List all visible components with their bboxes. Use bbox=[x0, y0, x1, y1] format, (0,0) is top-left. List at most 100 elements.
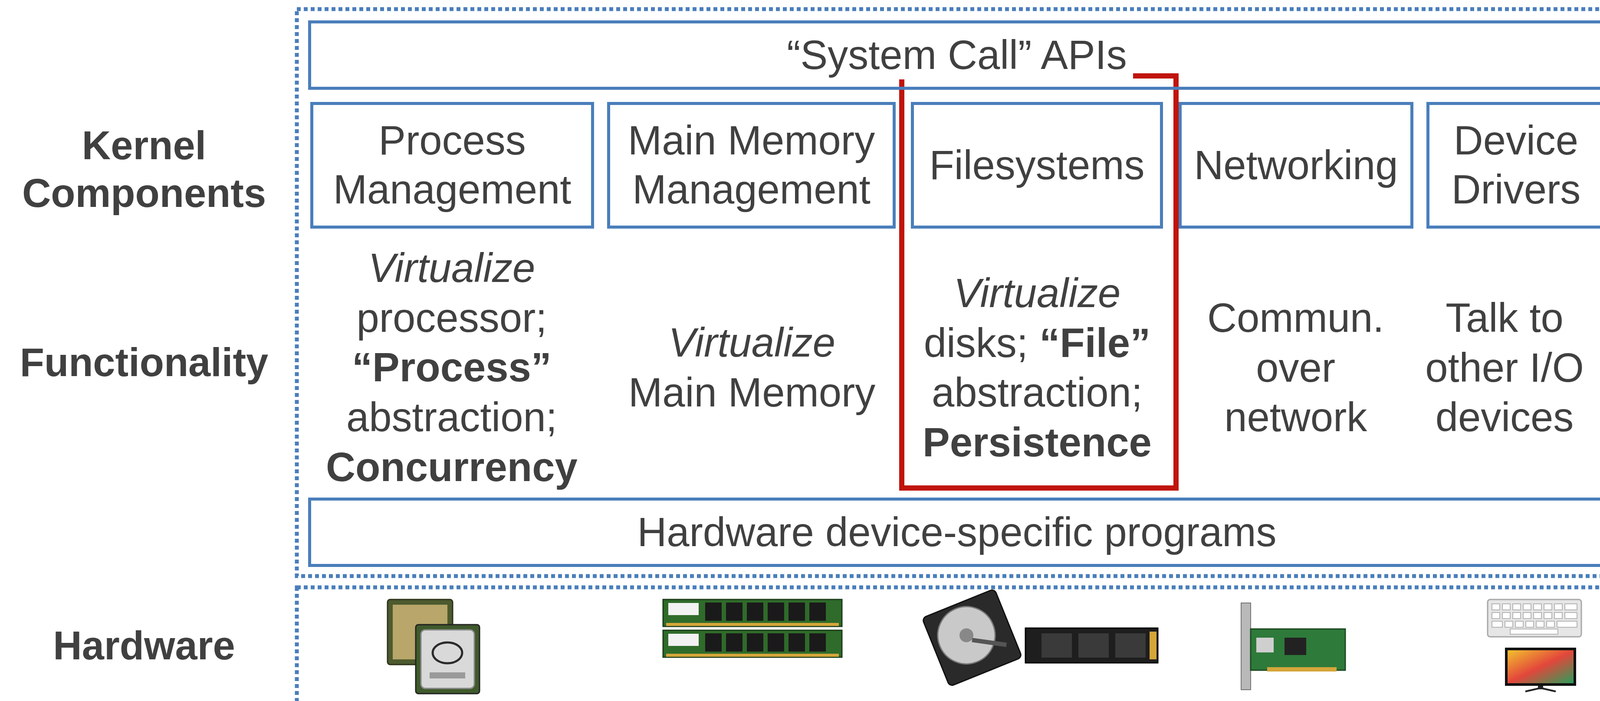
function-text: Commun. over network bbox=[1207, 295, 1384, 441]
function-text: “File” bbox=[1039, 320, 1151, 366]
function-line: Virtualize bbox=[325, 243, 578, 294]
function-text: Persistence bbox=[922, 419, 1152, 466]
kernel-region bbox=[296, 9, 1600, 577]
illustration-path bbox=[1525, 688, 1556, 692]
illustration-rect bbox=[1115, 633, 1146, 658]
function-text: processor; bbox=[356, 295, 548, 341]
illustration-g bbox=[1491, 604, 1578, 635]
component-box: Filesystems bbox=[910, 101, 1164, 229]
illustration-rect bbox=[1250, 629, 1346, 671]
illustration-rect bbox=[1502, 604, 1511, 611]
illustration-rect bbox=[1487, 599, 1582, 638]
function-text: Virtualize bbox=[668, 319, 836, 366]
box-label: Filesystems bbox=[929, 141, 1145, 191]
illustration-rect bbox=[668, 634, 699, 647]
illustration-rect bbox=[1507, 650, 1574, 684]
illustration-rect bbox=[1025, 628, 1158, 664]
function-line: Virtualize bbox=[922, 268, 1152, 319]
box-label: Device Drivers bbox=[1434, 116, 1598, 215]
function-column: Virtualizedisks;“File”abstraction;Persis… bbox=[922, 268, 1152, 468]
illustration-rect bbox=[666, 653, 839, 658]
function-text: Virtualize bbox=[953, 270, 1121, 316]
illustration-rect bbox=[809, 633, 826, 652]
function-text: “Process” bbox=[351, 344, 552, 391]
function-text: Talk to other I/O devices bbox=[1425, 295, 1584, 441]
cpu-illustration bbox=[387, 599, 480, 694]
function-line: Virtualize bbox=[628, 318, 876, 368]
function-text: Virtualize bbox=[367, 245, 536, 291]
illustration-rect bbox=[1523, 604, 1532, 611]
illustration-ellipse bbox=[432, 642, 463, 664]
illustration-rect bbox=[1536, 621, 1545, 628]
illustration-rect bbox=[767, 602, 785, 621]
function-text: abstraction; bbox=[346, 394, 558, 441]
illustration-rect bbox=[663, 630, 842, 658]
nic-illustration bbox=[1241, 603, 1346, 690]
illustration-rect bbox=[1533, 604, 1542, 611]
illustration-rect bbox=[788, 602, 805, 621]
function-line: Commun. over network bbox=[1207, 293, 1384, 443]
function-line: disks;“File” bbox=[922, 318, 1152, 369]
function-line: Main Memory bbox=[628, 367, 876, 418]
illustration-rect bbox=[767, 633, 785, 652]
illustration-rect bbox=[1149, 631, 1157, 660]
function-column: Commun. over network bbox=[1207, 293, 1384, 443]
illustration-rect bbox=[1557, 621, 1578, 628]
illustration-rect bbox=[1525, 621, 1534, 628]
illustration-rect bbox=[1554, 612, 1563, 619]
illustration-rect bbox=[1502, 612, 1511, 619]
box-label: “System Call” APIs bbox=[780, 30, 1134, 80]
illustration-rect bbox=[1491, 621, 1503, 628]
function-line: abstraction; bbox=[922, 367, 1152, 418]
illustration-rect bbox=[1041, 633, 1072, 658]
illustration-rect bbox=[1564, 604, 1578, 611]
illustration-rect bbox=[1544, 604, 1552, 611]
illustration-rect bbox=[415, 624, 480, 694]
function-line: processor; bbox=[325, 293, 578, 344]
function-text: Concurrency bbox=[325, 444, 578, 490]
illustration-rect bbox=[1256, 637, 1274, 653]
illustration-rect bbox=[420, 630, 475, 689]
illustration-rect bbox=[1078, 633, 1109, 658]
function-column: Virtualizeprocessor;“Process”abstraction… bbox=[325, 243, 578, 493]
illustration-rect bbox=[1512, 604, 1521, 611]
component-box: Device Drivers bbox=[1426, 101, 1600, 229]
box-label: Hardware device-specific programs bbox=[637, 508, 1277, 558]
driver-bar: Hardware device-specific programs bbox=[308, 497, 1600, 568]
function-text: Main Memory bbox=[628, 369, 876, 416]
function-line: Talk to other I/O devices bbox=[1413, 293, 1596, 443]
row-heading: Kernel Components bbox=[5, 121, 283, 218]
illustration-rect bbox=[809, 602, 826, 621]
illustration-rect bbox=[788, 633, 805, 652]
ssd-illustration bbox=[1025, 628, 1158, 664]
illustration-rect bbox=[1512, 612, 1521, 619]
box-label: Process Management bbox=[318, 116, 586, 215]
row-heading: Hardware bbox=[5, 621, 283, 670]
hardware-region bbox=[296, 587, 1600, 701]
illustration-rect bbox=[1554, 604, 1563, 611]
illustration-rect bbox=[1504, 621, 1513, 628]
function-text: disks; bbox=[923, 320, 1029, 366]
box-label: Networking bbox=[1193, 141, 1398, 191]
function-line: Concurrency bbox=[325, 442, 578, 493]
component-box: Process Management bbox=[310, 101, 595, 229]
function-line: abstraction; bbox=[325, 392, 578, 443]
illustration-rect bbox=[1515, 621, 1524, 628]
component-box: Networking bbox=[1178, 101, 1414, 229]
row-heading: Functionality bbox=[5, 338, 283, 387]
illustration-rect bbox=[1564, 612, 1578, 619]
illustration-rect bbox=[663, 599, 842, 627]
illustration-rect bbox=[705, 633, 722, 652]
illustration-circle bbox=[929, 598, 1004, 674]
illustration-rect bbox=[1533, 612, 1542, 619]
illustration-rect bbox=[1284, 637, 1307, 656]
function-column: VirtualizeMain Memory bbox=[628, 318, 876, 418]
illustration-rect bbox=[429, 672, 466, 679]
component-box: Main Memory Management bbox=[607, 101, 896, 229]
illustration-rect bbox=[705, 602, 722, 621]
illustration-rect bbox=[668, 603, 699, 616]
function-column: Talk to other I/O devices bbox=[1413, 293, 1596, 443]
illustration-rect bbox=[746, 602, 764, 621]
illustration-rect bbox=[1523, 612, 1532, 619]
